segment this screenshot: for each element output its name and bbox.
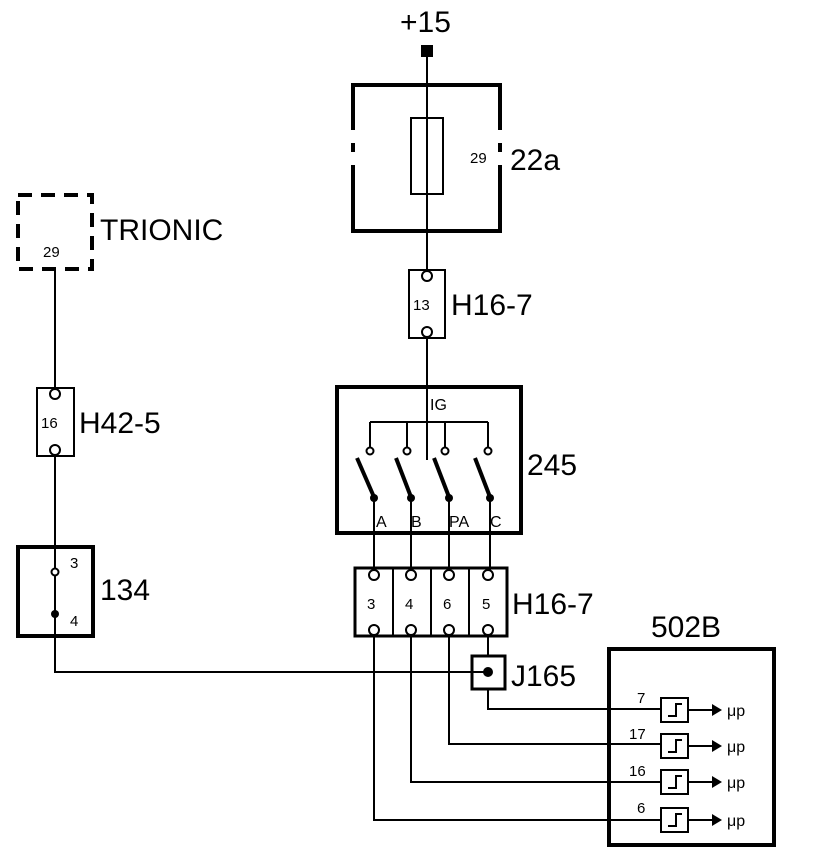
fuse-box-22a (351, 83, 502, 233)
comp134-pin4: 4 (70, 613, 78, 630)
switch-contacts (355, 446, 494, 502)
connector-bottom-label: H16-7 (512, 588, 594, 621)
ignition-switch-245 (335, 385, 523, 535)
switch-output-wires (373, 498, 491, 570)
switch-label: 245 (527, 449, 577, 482)
trionic-label: TRIONIC (100, 214, 223, 247)
bottom-pin-4: 4 (405, 596, 413, 613)
switch-output-c: C (490, 514, 502, 531)
wire-pin7 (487, 636, 660, 710)
connector-h16-7-bottom (353, 566, 509, 638)
module-pin-16: 16 (629, 763, 646, 780)
switch-output-b: B (411, 514, 422, 531)
connector-h16-7-top (408, 269, 446, 339)
supply-terminal (421, 45, 433, 57)
module-input-16 (660, 769, 722, 795)
module-502b-label: 502B (651, 611, 721, 644)
module-pin-7: 7 (637, 690, 645, 707)
fuse-pin: 29 (470, 150, 487, 167)
module-out-6: μp (727, 813, 745, 830)
supply-label: +15 (400, 6, 451, 39)
switch-common-label: IG (430, 397, 447, 414)
trionic-pin: 29 (43, 244, 60, 261)
module-out-16: μp (727, 775, 745, 792)
bottom-pin-3: 3 (367, 596, 375, 613)
fuse-box-label: 22a (510, 144, 560, 177)
connector-top-label: H16-7 (451, 289, 533, 322)
comp134-pin3: 3 (70, 555, 78, 572)
wire-pin17 (448, 636, 660, 745)
h42-pin: 16 (41, 415, 58, 432)
module-input-17 (660, 733, 722, 759)
wire-to-j165 (54, 636, 488, 673)
wire-pin6 (373, 636, 660, 821)
switch-output-a: A (376, 514, 387, 531)
junction-label: J165 (511, 660, 576, 693)
switch-bus (369, 421, 489, 448)
module-input-6 (660, 807, 722, 833)
module-pin-17: 17 (629, 726, 646, 743)
module-502b (607, 647, 776, 847)
h42-label: H42-5 (79, 407, 161, 440)
module-input-7 (660, 697, 722, 723)
connector-top-pin: 13 (413, 297, 430, 314)
module-out-17: μp (727, 739, 745, 756)
bottom-pin-6: 6 (443, 596, 451, 613)
bottom-pin-5: 5 (482, 596, 490, 613)
component-134-label: 134 (100, 574, 150, 607)
switch-output-pa: PA (449, 514, 469, 531)
module-pin-6: 6 (637, 800, 645, 817)
module-out-7: μp (727, 703, 745, 720)
connector-h42-5 (36, 387, 75, 457)
wire-pin16 (410, 636, 660, 783)
